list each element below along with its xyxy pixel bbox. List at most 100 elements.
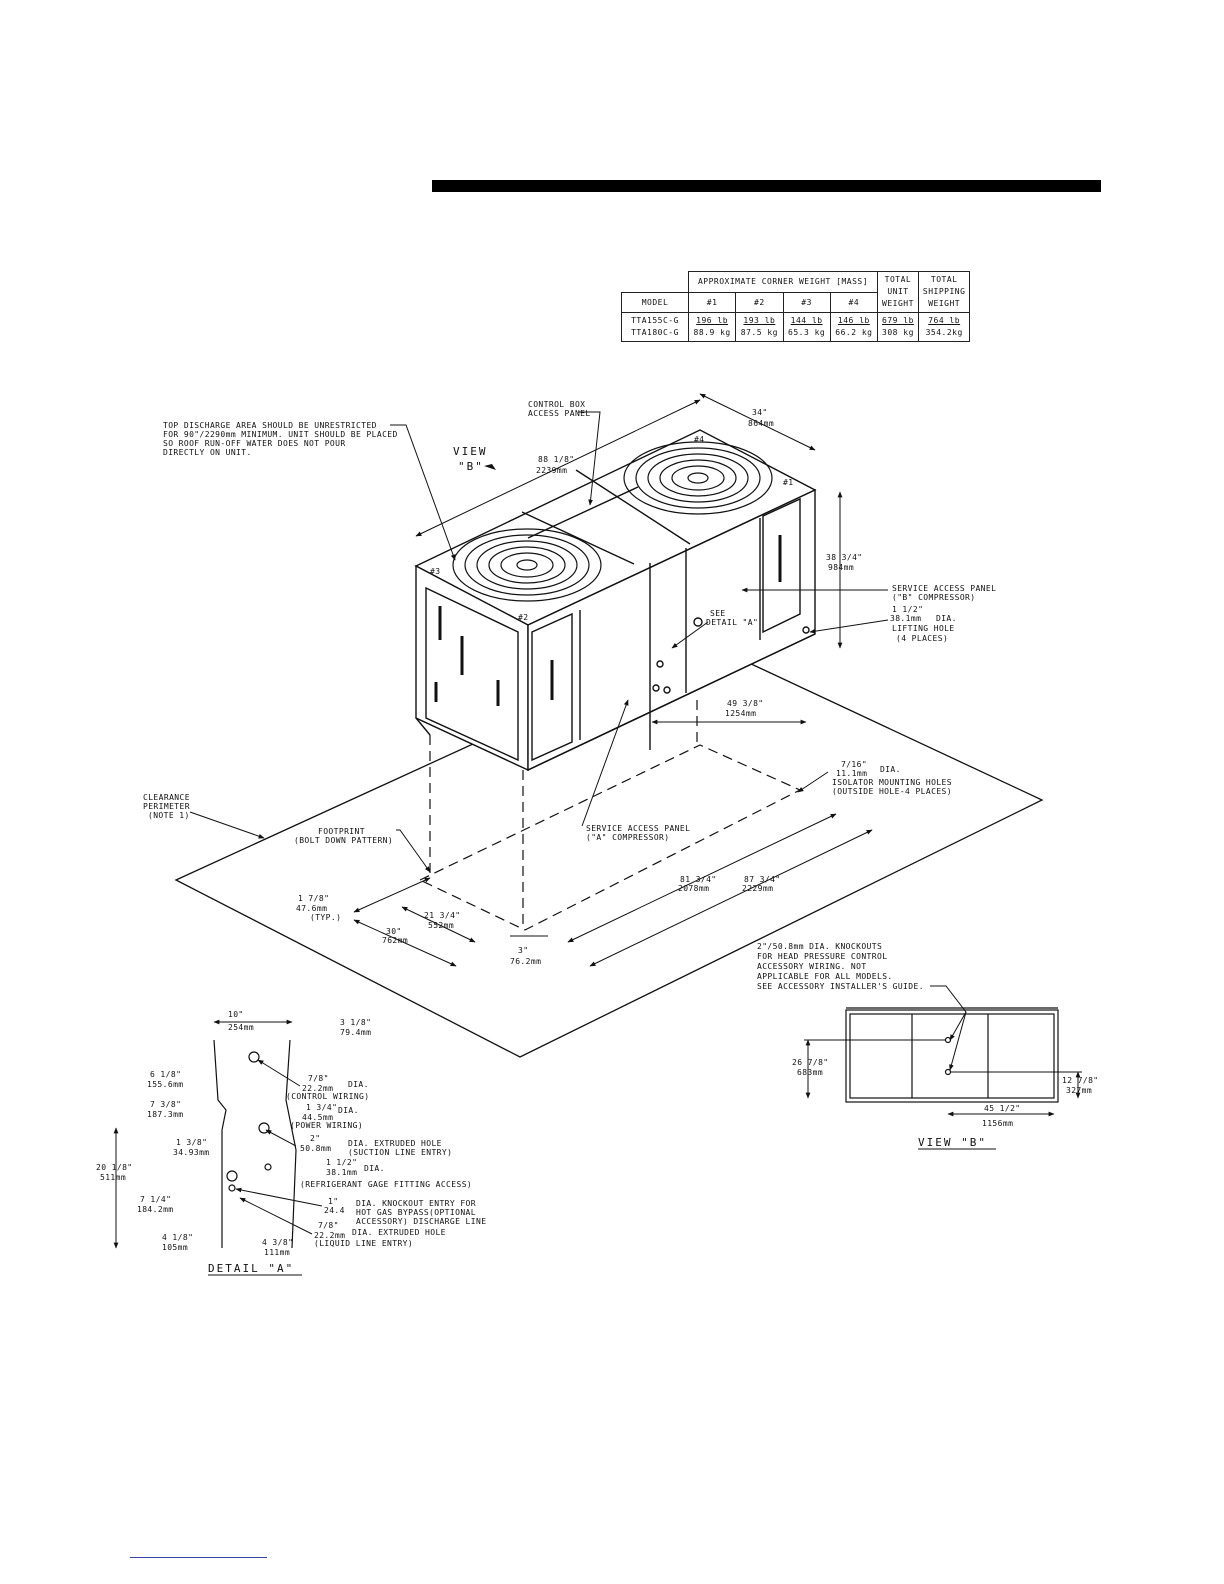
header-unit-l2: UNIT — [887, 287, 909, 296]
corner-label-4: #4 — [694, 435, 704, 444]
leader-knockouts-2 — [949, 1011, 967, 1041]
dim-iso-mm: 11.1mm — [836, 769, 867, 778]
leader-see-detail — [671, 621, 709, 649]
model-2: TTA180C-G — [631, 328, 679, 337]
hole-78-mm: 22.2mm — [302, 1084, 333, 1093]
dim-178-mm: 47.6mm — [296, 904, 327, 913]
note-top-discharge-1: TOP DISCHARGE AREA SHOULD BE UNRESTRICTE… — [163, 421, 377, 430]
note-top-discharge-2: FOR 90"/2290mm MINIMUM. UNIT SHOULD BE P… — [163, 430, 398, 439]
detail-a-title: DETAIL "A" — [208, 1262, 294, 1275]
title-bar — [432, 180, 1101, 192]
unit-weight-cell: 679 lb 308 kg — [877, 312, 919, 342]
hole-78b-desc-1: DIA. EXTRUDED HOLE — [352, 1228, 446, 1237]
leader-lifting — [809, 619, 889, 634]
dim-iso-in: 7/16" — [841, 760, 867, 769]
dim-2134-mm: 552mm — [428, 921, 454, 930]
header-col-4: #4 — [829, 291, 879, 313]
dim-8134-mm: 2078mm — [678, 884, 709, 893]
dim-30-mm: 762mm — [382, 936, 408, 945]
note-see-detail-1: SEE — [710, 609, 726, 618]
dim-2134-in: 21 3/4" — [424, 911, 461, 920]
condensing-unit — [414, 429, 817, 772]
note-control-box-2: ACCESS PANEL — [528, 409, 591, 418]
view-b-arrow-icon — [484, 464, 496, 470]
dim-8734-line — [589, 829, 873, 967]
header-unit-l3: WEIGHT — [882, 299, 914, 308]
model-cell: TTA155C-G TTA180C-G — [621, 312, 689, 342]
dim-3-in: 3" — [518, 946, 528, 955]
det-10-in: 10" — [228, 1010, 244, 1019]
ship-weight-kg: 354.2kg — [925, 328, 963, 337]
note-see-detail-2: DETAIL "A" — [706, 618, 758, 627]
det-738-mm: 187.3mm — [147, 1110, 184, 1119]
hole-1-desc-2: HOT GAS BYPASS(OPTIONAL — [356, 1208, 476, 1217]
hole-78b-mm: 22.2mm — [314, 1231, 345, 1240]
hole-2-dia: DIA. EXTRUDED HOLE — [348, 1139, 442, 1148]
note-clearance-3: (NOTE 1) — [148, 811, 190, 820]
dim-88-mm: 2239mm — [536, 466, 567, 475]
hole-1-desc-1: DIA. KNOCKOUT ENTRY FOR — [356, 1199, 476, 1208]
header-ship-l1: TOTAL — [930, 275, 958, 284]
dim-34-in: 34" — [752, 408, 768, 417]
vb-1278-mm: 327mm — [1066, 1086, 1092, 1095]
dim-49-in: 49 3/8" — [727, 699, 764, 708]
model-1: TTA155C-G — [631, 316, 679, 325]
ship-weight-cell: 764 lb 354.2kg — [917, 312, 971, 342]
det-438-in: 4 3/8" — [262, 1238, 293, 1247]
corner-label-2: #2 — [518, 613, 528, 622]
dim-8734-mm: 2229mm — [742, 884, 773, 893]
hole-134-desc: (POWER WIRING) — [290, 1121, 363, 1130]
det-10-mm: 254mm — [228, 1023, 254, 1032]
leader-hole-2 — [265, 1129, 297, 1147]
hole-1-mm: 24.4 — [324, 1206, 345, 1215]
note-clearance-1: CLEARANCE — [143, 793, 190, 802]
hole-134-mm: 44.5mm — [302, 1113, 333, 1122]
header-corner-text: APPROXIMATE CORNER WEIGHT [MASS] — [697, 277, 869, 287]
leader-hole-1 — [235, 1187, 323, 1207]
note-footprint-2: (BOLT DOWN PATTERN) — [294, 836, 393, 845]
header-unit-l1: TOTAL — [884, 275, 912, 284]
det-714-in: 7 1/4" — [140, 1195, 171, 1204]
note-knockouts-5: SEE ACCESSORY INSTALLER'S GUIDE. — [757, 982, 924, 991]
footer-link-line — [130, 1557, 267, 1558]
hole-112-in: 1 1/2" — [326, 1158, 357, 1167]
header-total-unit: TOTAL UNIT WEIGHT — [877, 271, 919, 313]
corner-3-cell: 144 lb 65.3 kg — [782, 312, 831, 342]
hole-78-in: 7/8" — [308, 1074, 329, 1083]
ship-weight-lb: 764 lb — [928, 316, 961, 325]
hole-2-mm: 50.8mm — [300, 1144, 331, 1153]
corner-3-lb: 144 lb — [790, 316, 823, 325]
note-lifting-3: (4 PLACES) — [896, 634, 948, 643]
unit-weight-kg: 308 kg — [882, 328, 914, 337]
dim-3-mm: 76.2mm — [510, 957, 541, 966]
leader-hole-78 — [257, 1059, 301, 1087]
corner-weight-table: APPROXIMATE CORNER WEIGHT [MASS] TOTAL U… — [621, 271, 971, 342]
hole-1-in: 1" — [328, 1197, 338, 1206]
vb-4512-in: 45 1/2" — [984, 1104, 1021, 1113]
corner-label-1: #1 — [783, 478, 793, 487]
dim-178-typ: (TYP.) — [310, 913, 341, 922]
header-ship-l2: SHIPPING — [922, 287, 966, 296]
leader-clearance — [189, 811, 265, 839]
det-618-mm: 155.6mm — [147, 1080, 184, 1089]
note-iso-1: DIA. — [880, 765, 901, 774]
corner-4-kg: 66.2 kg — [835, 328, 873, 337]
corner-3-kg: 65.3 kg — [788, 328, 826, 337]
hole-134-in: 1 3/4" — [306, 1103, 337, 1112]
note-iso-2: ISOLATOR MOUNTING HOLES — [832, 778, 952, 787]
det-2018-mm: 511mm — [100, 1173, 126, 1182]
corner-2-lb: 193 lb — [743, 316, 776, 325]
detail-a-drawing — [213, 1039, 297, 1249]
corner-2-kg: 87.5 kg — [740, 328, 778, 337]
hole-112-dia: DIA. — [364, 1164, 385, 1173]
dim-178-in: 1 7/8" — [298, 894, 329, 903]
note-service-b-1: SERVICE ACCESS PANEL — [892, 584, 996, 593]
hole-112-desc: (REFRIGERANT GAGE FITTING ACCESS) — [300, 1180, 472, 1189]
unit-weight-lb: 679 lb — [882, 316, 914, 325]
dim-34-mm: 864mm — [748, 419, 774, 428]
leader-hole-78b — [239, 1197, 313, 1235]
corner-4-lb: 146 lb — [837, 316, 870, 325]
dim-49-mm: 1254mm — [725, 709, 756, 718]
corner-label-3: #3 — [430, 567, 440, 576]
